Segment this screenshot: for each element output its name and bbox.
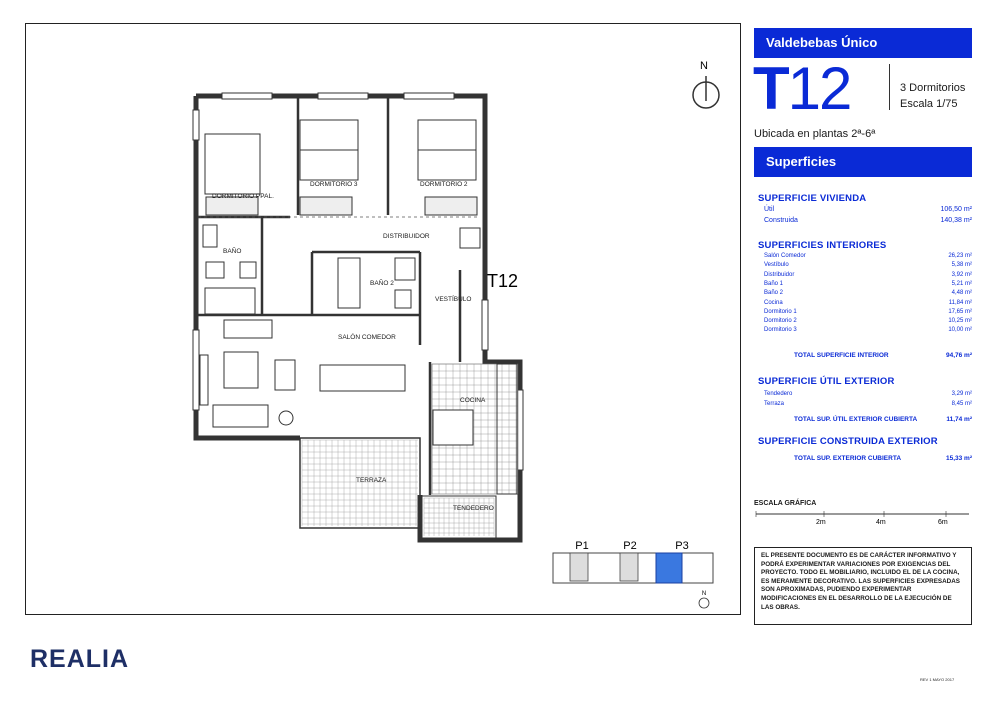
disclaimer-box: EL PRESENTE DOCUMENTO ES DE CARÁCTER INF… xyxy=(754,547,972,625)
section-heading-util-exterior: SUPERFICIE ÚTIL EXTERIOR xyxy=(758,376,895,387)
unit-label: T12 xyxy=(487,271,518,291)
revision-label: REV 1 MAYO 2017 xyxy=(920,677,955,682)
room-label-dormitorio-3: DORMITORIO 3 xyxy=(310,181,358,188)
surfaces-bar: Superficies xyxy=(754,147,972,177)
room-label-dormitorio-2: DORMITORIO 2 xyxy=(420,181,468,188)
bedrooms-label: 3 Dormitorios xyxy=(900,82,966,94)
scale-tick-2m: 2m xyxy=(816,519,826,526)
project-title: Valdebebas Único xyxy=(766,35,878,50)
unit-type-heading: T12 xyxy=(753,55,852,122)
room-label-dormitorio-ppal: DORMITORIO PPAL. xyxy=(212,193,274,200)
scale-bar: 2m 4m 6m xyxy=(755,511,969,526)
room-label-cocina: COCINA xyxy=(460,397,486,404)
header-divider xyxy=(889,64,890,110)
project-title-bar: Valdebebas Único xyxy=(754,28,972,58)
realia-logo: REALIA xyxy=(30,645,130,673)
keyplan-selected-unit xyxy=(655,552,683,584)
keyplan-north-icon xyxy=(698,597,710,609)
keyplan-label-p3: P3 xyxy=(675,540,688,552)
keyplan-label-p2: P2 xyxy=(623,540,636,552)
keyplan: P1 P2 P3 N xyxy=(552,540,714,609)
room-label-salon: SALÓN COMEDOR xyxy=(338,332,396,341)
room-label-bano: BAÑO xyxy=(223,246,241,255)
room-label-tendedero: TENDEDERO xyxy=(453,505,494,512)
scale-bar-title: ESCALA GRÁFICA xyxy=(754,500,817,507)
room-label-vestibulo: VESTÍBULO xyxy=(435,294,471,303)
scale-label: Escala 1/75 xyxy=(900,98,958,110)
room-label-bano-2: BAÑO 2 xyxy=(370,278,394,287)
scale-tick-4m: 4m xyxy=(876,519,886,526)
scale-tick-6m: 6m xyxy=(938,519,948,526)
room-label-distribuidor: DISTRIBUIDOR xyxy=(383,233,430,240)
section-heading-vivienda: SUPERFICIE VIVIENDA xyxy=(758,193,867,204)
svg-text:N: N xyxy=(702,591,706,597)
plan-frame xyxy=(25,23,741,615)
keyplan-label-p1: P1 xyxy=(575,540,588,552)
room-label-terraza: TERRAZA xyxy=(356,477,387,484)
section-heading-construida-exterior: SUPERFICIE CONSTRUIDA EXTERIOR xyxy=(758,436,938,447)
disclaimer-text: EL PRESENTE DOCUMENTO ES DE CARÁCTER INF… xyxy=(761,552,960,611)
floors-label: Ubicada en plantas 2ª-6ª xyxy=(754,128,876,140)
north-label: N xyxy=(700,60,708,72)
section-heading-interiores: SUPERFICIES INTERIORES xyxy=(758,240,887,251)
